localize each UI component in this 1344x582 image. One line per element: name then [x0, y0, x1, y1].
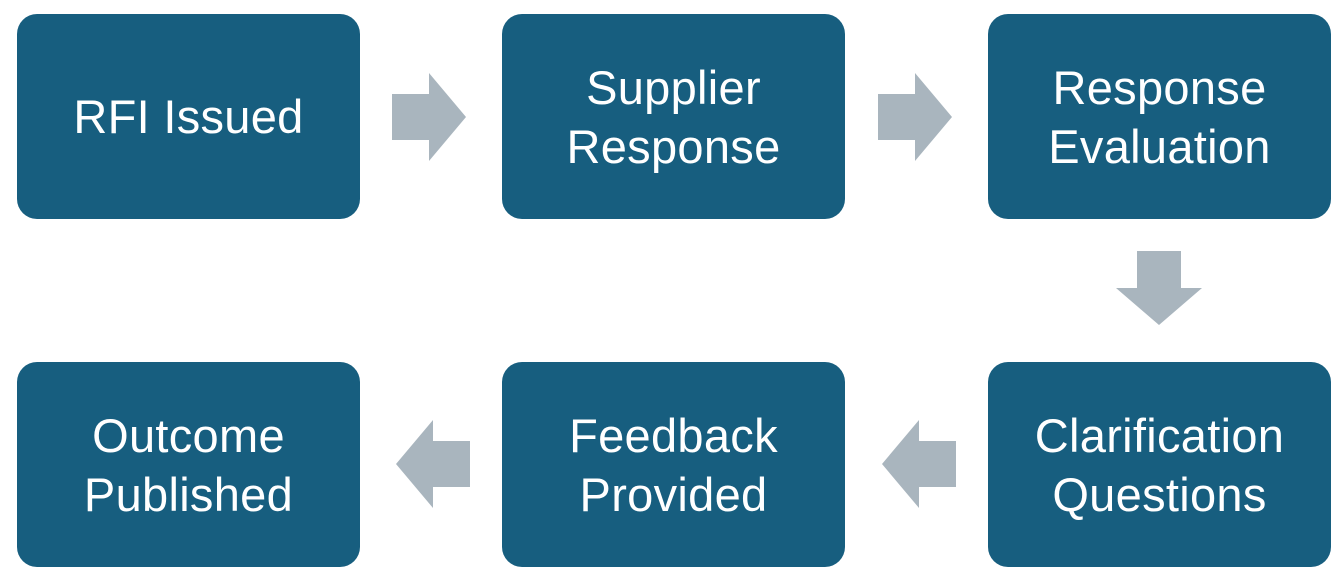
step-label: Clarification Questions	[1034, 408, 1285, 521]
step-outcome-published: Outcome Published	[17, 362, 360, 567]
arrow-right-icon	[392, 73, 466, 161]
step-response-evaluation: Response Evaluation	[988, 14, 1331, 219]
step-label: RFI Issued	[73, 90, 304, 143]
arrow-left-icon	[882, 420, 956, 508]
step-supplier-response: Supplier Response	[502, 14, 845, 219]
step-label: Supplier Response	[566, 60, 781, 173]
arrow-down-icon	[1116, 251, 1202, 325]
step-feedback-provided: Feedback Provided	[502, 362, 845, 567]
step-label: Outcome Published	[83, 408, 294, 521]
step-rfi-issued: RFI Issued	[17, 14, 360, 219]
step-clarification-questions: Clarification Questions	[988, 362, 1331, 567]
arrow-right-icon	[878, 73, 952, 161]
step-label: Feedback Provided	[569, 408, 778, 521]
arrow-left-icon	[396, 420, 470, 508]
step-label: Response Evaluation	[1048, 60, 1271, 173]
